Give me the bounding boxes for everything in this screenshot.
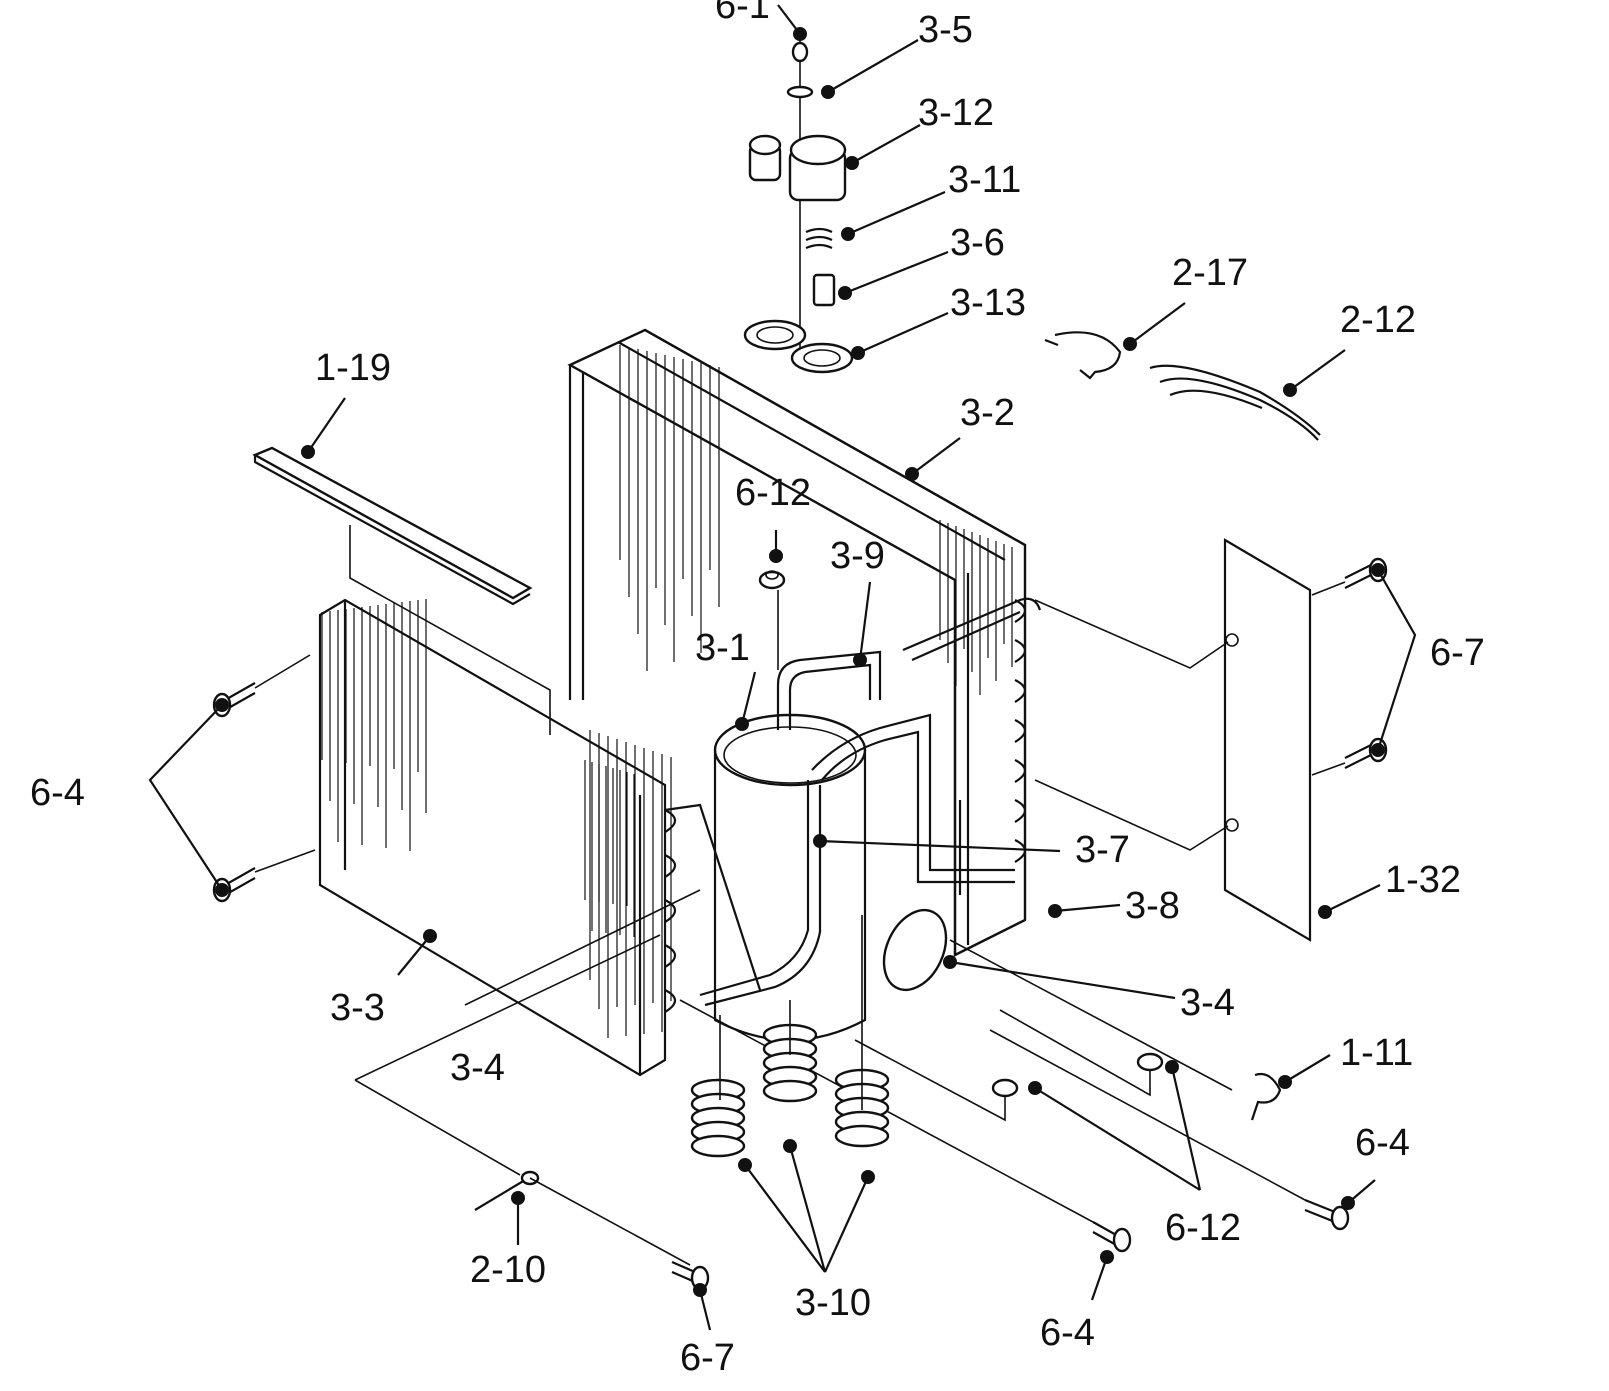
callout-6-4-left: 6-4 xyxy=(30,772,85,814)
side-panel-1-32 xyxy=(1034,538,1312,942)
rear-coil-hairpins xyxy=(1014,599,1027,863)
leader-dots xyxy=(215,27,1385,1297)
callout-3-3: 3-3 xyxy=(330,987,385,1029)
callout-3-8: 3-8 xyxy=(1125,885,1180,927)
callout-3-11: 3-11 xyxy=(948,159,1021,201)
callout-6-7-right: 6-7 xyxy=(1430,632,1485,674)
callout-6-4-bottom: 6-4 xyxy=(1040,1312,1095,1354)
valve-assembly xyxy=(743,30,854,374)
callout-3-5: 3-5 xyxy=(918,9,973,51)
top-strip-1-19 xyxy=(252,446,551,735)
callout-6-12-bottom: 6-12 xyxy=(1165,1207,1241,1249)
callout-6-4-right: 6-4 xyxy=(1355,1122,1410,1164)
leader-lines xyxy=(148,4,1417,1331)
callout-3-13: 3-13 xyxy=(950,282,1026,324)
callout-3-12: 3-12 xyxy=(918,92,994,134)
callout-6-1: 6-1 xyxy=(715,0,770,27)
callout-1-19: 1-19 xyxy=(315,347,391,389)
callout-3-7: 3-7 xyxy=(1075,829,1130,871)
callout-6-12-top: 6-12 xyxy=(735,472,811,514)
shroud-ring xyxy=(882,908,948,992)
clamp-2-17 xyxy=(1044,331,1122,380)
wire-harness-2-12 xyxy=(1149,364,1321,441)
callout-2-17: 2-17 xyxy=(1172,252,1248,294)
callout-2-12: 2-12 xyxy=(1340,299,1416,341)
callout-3-10: 3-10 xyxy=(795,1282,871,1324)
callout-1-11: 1-11 xyxy=(1340,1032,1413,1074)
compressor xyxy=(713,713,867,1041)
callout-3-2: 3-2 xyxy=(960,392,1015,434)
condenser-coil-rear xyxy=(567,328,1027,1038)
callout-6-7-bottom: 6-7 xyxy=(680,1337,735,1379)
refrigerant-tubing xyxy=(664,597,1042,1007)
callout-3-4-right: 3-4 xyxy=(1180,982,1235,1024)
evaporator-coil xyxy=(318,598,677,1077)
callout-1-32: 1-32 xyxy=(1385,859,1461,901)
callout-3-4-left: 3-4 xyxy=(450,1047,505,1089)
callout-3-9: 3-9 xyxy=(830,535,885,577)
callout-labels: 6-1 3-5 3-12 3-11 3-6 3-13 2-17 2-12 1-1… xyxy=(30,0,1485,1379)
callout-2-10: 2-10 xyxy=(470,1249,546,1291)
fasteners xyxy=(212,557,1388,1291)
callout-3-1: 3-1 xyxy=(695,627,750,669)
callout-3-6: 3-6 xyxy=(950,222,1005,264)
